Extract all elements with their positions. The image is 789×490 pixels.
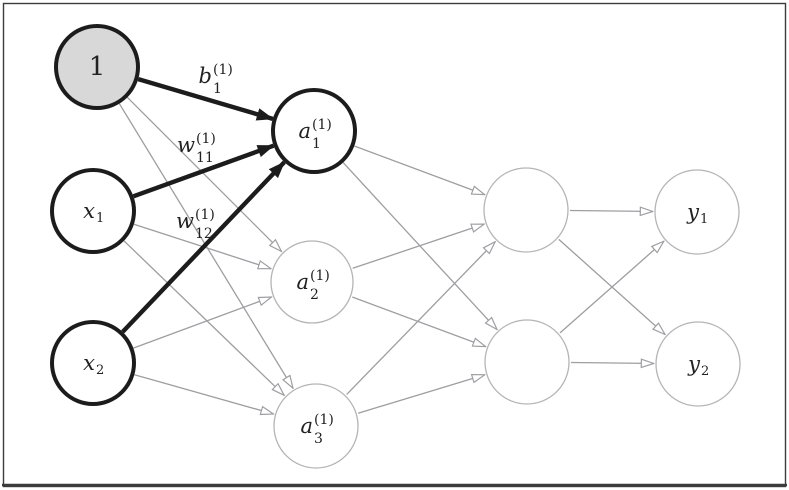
node-circle-x2 — [50, 320, 136, 406]
node-label-a1: a(1) 1 — [298, 117, 331, 152]
bias-weight-label: b(1) 1 — [199, 62, 233, 97]
edge-x2-a2 — [133, 296, 271, 349]
svg-text:(1): (1) — [314, 412, 334, 428]
w12-label: w(1) 12 — [176, 207, 215, 242]
svg-text:a: a — [298, 119, 311, 143]
node-circle-bias — [54, 24, 140, 110]
node-label-a2: a(1) 2 — [296, 268, 329, 303]
svg-text:(1): (1) — [310, 268, 330, 284]
edge-bias-a1 — [137, 77, 274, 121]
node-a2: a(1) 2 — [270, 240, 354, 324]
node-h2 — [484, 319, 570, 405]
svg-text:a: a — [300, 414, 313, 438]
node-circle-y1 — [654, 169, 740, 255]
node-label-bias: 1 — [89, 52, 106, 82]
svg-text:2: 2 — [96, 363, 104, 378]
svg-text:w: w — [177, 133, 195, 157]
node-circle-y2 — [655, 321, 741, 407]
edge-x2-a1 — [121, 160, 286, 334]
node-a3: a(1) 3 — [273, 383, 359, 469]
svg-text:1: 1 — [700, 212, 708, 227]
svg-text:1: 1 — [89, 52, 106, 82]
svg-text:y: y — [686, 200, 700, 224]
svg-text:x: x — [83, 199, 95, 223]
node-circle-a2 — [270, 240, 354, 324]
svg-text:3: 3 — [314, 431, 323, 447]
svg-text:w: w — [176, 209, 194, 233]
svg-text:a: a — [296, 270, 309, 294]
edge-h1-y1 — [569, 211, 653, 212]
svg-text:(1): (1) — [196, 131, 216, 147]
svg-text:2: 2 — [310, 287, 319, 303]
node-label-a3: a(1) 3 — [300, 412, 333, 447]
w11-label: w(1) 11 — [177, 131, 216, 166]
node-circle-x1 — [50, 168, 136, 254]
svg-text:12: 12 — [195, 226, 213, 242]
svg-text:x: x — [83, 351, 95, 375]
node-circle-a3 — [273, 383, 359, 469]
node-circle-h2 — [484, 319, 570, 405]
svg-text:11: 11 — [196, 150, 214, 166]
node-h1 — [483, 167, 569, 253]
svg-text:1: 1 — [312, 136, 321, 152]
edge-h2-y2 — [570, 363, 654, 364]
svg-text:1: 1 — [213, 81, 222, 97]
svg-text:(1): (1) — [195, 207, 215, 223]
node-a1: a(1) 1 — [271, 88, 357, 174]
edge-a1-h1 — [354, 145, 484, 196]
edge-h2-y1 — [559, 241, 664, 334]
svg-text:(1): (1) — [312, 117, 332, 133]
node-circle-h1 — [483, 167, 569, 253]
edge-x1-a1 — [132, 143, 275, 199]
svg-text:(1): (1) — [213, 62, 233, 78]
edge-x2-a3 — [134, 374, 273, 414]
edge-a3-h1 — [346, 242, 496, 395]
svg-text:y: y — [687, 352, 701, 376]
edge-a2-h2 — [352, 296, 485, 348]
svg-text:1: 1 — [96, 211, 104, 226]
node-circle-a1 — [271, 88, 357, 174]
edge-bias-a2 — [126, 96, 281, 251]
edge-a2-h1 — [352, 223, 485, 269]
svg-text:b: b — [199, 64, 212, 88]
svg-text:2: 2 — [701, 364, 709, 379]
edge-x1-a3 — [123, 240, 284, 396]
edge-a3-h2 — [357, 375, 485, 414]
node-bias: 1 — [54, 24, 140, 110]
